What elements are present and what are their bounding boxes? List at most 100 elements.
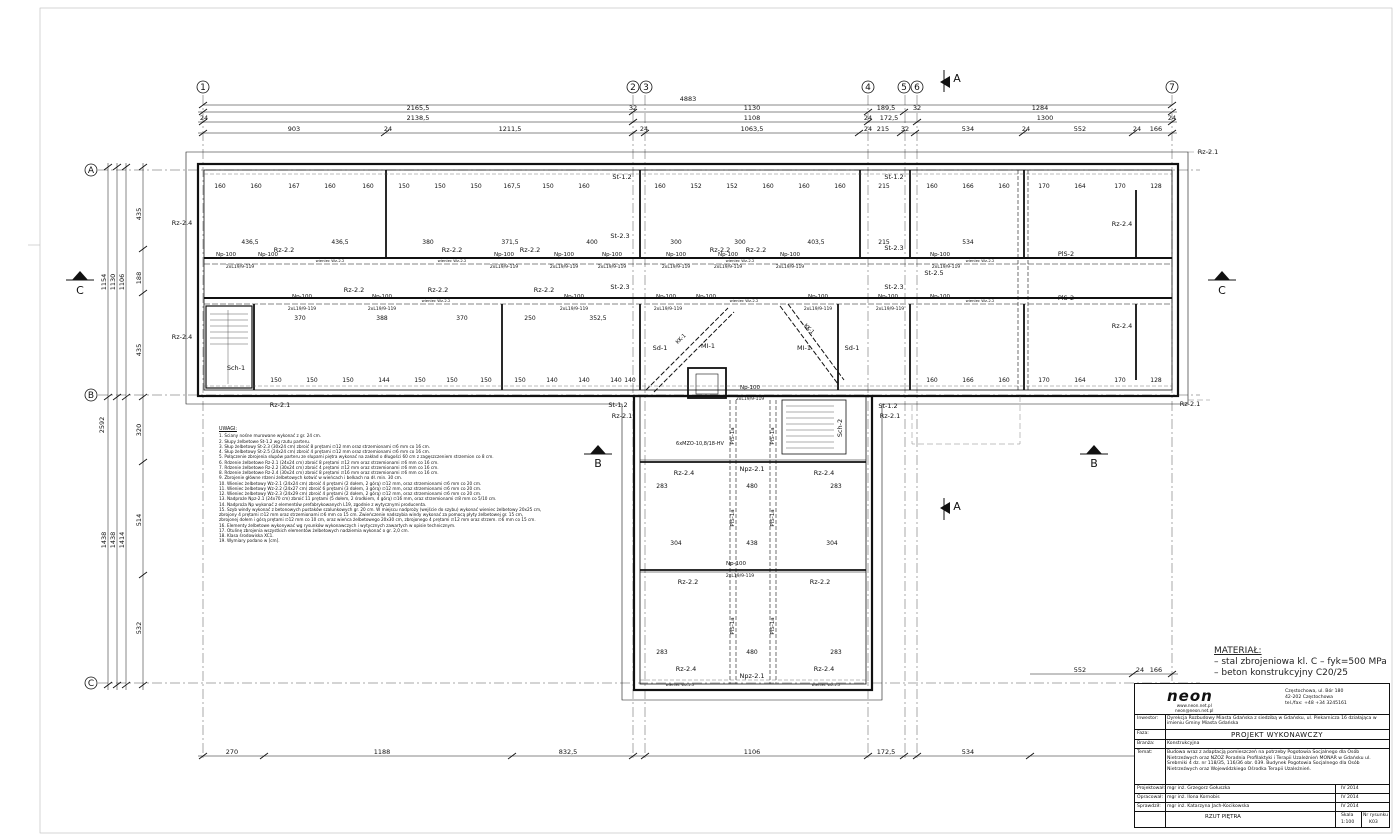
- svg-text:Np-100: Np-100: [656, 294, 677, 300]
- svg-text:128: 128: [1150, 377, 1162, 384]
- svg-text:140: 140: [610, 377, 622, 384]
- section-mark-b-left: [590, 445, 606, 454]
- grid-axis-bubble-2: [626, 80, 640, 94]
- tb-row-projektowal: Projektował: mgr inż. Grzegorz Gołuszka …: [1135, 784, 1389, 794]
- svg-text:Np-100: Np-100: [726, 561, 747, 567]
- svg-text:2xL19/9-119: 2xL19/9-119: [804, 306, 832, 312]
- svg-text:140: 140: [578, 377, 590, 384]
- svg-text:304: 304: [826, 540, 838, 547]
- svg-text:PlS-1a: PlS-1a: [730, 427, 736, 444]
- dim-bottom-270: 270: [226, 748, 238, 756]
- label-st12-3: St-1.2: [608, 401, 627, 409]
- dim-left-435a: 435: [135, 208, 143, 220]
- note-item: 6. Rdzenie żelbetowe Rz-2.1 (24x24 cm) z…: [219, 459, 439, 465]
- tb-divider: [1361, 811, 1362, 827]
- label-rz24-3: Rz-2.4: [1112, 220, 1133, 228]
- stair-wing-inner-wall: [639, 395, 867, 685]
- svg-text:300: 300: [734, 239, 746, 246]
- faza-label: Faza:: [1137, 731, 1149, 736]
- dim-small-7: 32: [913, 104, 921, 112]
- svg-text:170: 170: [1114, 183, 1126, 190]
- svg-text:370: 370: [294, 315, 306, 322]
- tb-row-faza: Faza: PROJEKT WYKONAWCZY: [1135, 729, 1389, 740]
- svg-text:160: 160: [926, 377, 938, 384]
- svg-text:150: 150: [470, 183, 482, 190]
- dim-row3-1: 903: [288, 125, 300, 133]
- section-markers: A A B B C C: [66, 70, 1236, 520]
- projektowal-value: mgr inż. Grzegorz Gołuszka: [1167, 786, 1231, 791]
- note-item: 14. Nadproża Np wykonać z elementów pref…: [219, 501, 427, 507]
- note-item: 19. Wymiary podano w [cm].: [219, 538, 280, 544]
- svg-text:160: 160: [214, 183, 226, 190]
- svg-text:160: 160: [578, 183, 590, 190]
- svg-text:150: 150: [514, 377, 526, 384]
- note-item: 11. Wieniec żelbetowy Wz-2.2 (24x27 cm) …: [219, 485, 482, 491]
- dim-total: 4883: [680, 95, 697, 103]
- svg-text:250: 250: [524, 315, 536, 322]
- dim-row1-3: 189,5: [877, 104, 896, 112]
- dim-small-10: 24: [864, 114, 872, 122]
- grid-axis-bubbles: 1 2 3 4 5 6 7: [196, 80, 1179, 94]
- svg-text:Np-100: Np-100: [930, 252, 951, 258]
- branza-label: Branża:: [1137, 741, 1155, 746]
- svg-text:140: 140: [546, 377, 558, 384]
- grid-axis-label-1: 1: [200, 83, 206, 93]
- external-dashed: [911, 151, 1210, 445]
- top-dimension-chains: 4883 2165,5 1130 189,5 1284 2138,5 1108 …: [198, 95, 1177, 137]
- projektowal-label: Projektował:: [1137, 786, 1166, 791]
- svg-text:480: 480: [746, 649, 758, 656]
- dim-left-514: 514: [135, 514, 143, 526]
- dim-row2-1: 2138,5: [407, 114, 430, 122]
- svg-text:170: 170: [1038, 377, 1050, 384]
- projektowal-date: IV 2014: [1341, 786, 1359, 791]
- label-rz22-10: Rz-2.2: [810, 578, 831, 586]
- svg-text:wieniec Wz-2.2: wieniec Wz-2.2: [966, 258, 995, 263]
- faza-value: PROJEKT WYKONAWCZY: [1230, 731, 1324, 739]
- grid-axis-label-2: 2: [630, 83, 636, 93]
- svg-text:2xL19/9-119: 2xL19/9-119: [226, 264, 254, 270]
- dim-left-1130: 1130: [109, 274, 117, 291]
- dim-small-5: 32: [901, 125, 909, 133]
- svg-text:160: 160: [654, 183, 666, 190]
- svg-text:2xL19/9-119: 2xL19/9-119: [550, 264, 578, 270]
- lift-shaft-inner: [695, 373, 719, 395]
- dim-bottom-8325: 832,5: [559, 748, 578, 756]
- dim-left-1106: 1106: [118, 274, 126, 291]
- label-sd1-2: Sd-1: [845, 344, 860, 352]
- svg-text:160: 160: [324, 183, 336, 190]
- note-item: 17. Otulinę zbrojenia wszystkich element…: [219, 527, 409, 533]
- tb-row-sprawdzil: Sprawdził: mgr inż. Katarzyna Jach-Kocik…: [1135, 802, 1389, 812]
- note-item: 9. Zbrojenie główne rdzeni żelbetowych k…: [219, 475, 403, 481]
- grid-axis-bubble-3: [639, 80, 653, 94]
- svg-text:371,5: 371,5: [501, 239, 518, 246]
- dim-left-1154: 1154: [100, 274, 108, 291]
- dim-small-4: 24: [864, 125, 872, 133]
- svg-text:Np-100: Np-100: [780, 252, 801, 258]
- section-mark-b-right: [1086, 445, 1102, 454]
- dim-left-188: 188: [135, 272, 143, 284]
- svg-text:403,5: 403,5: [807, 239, 824, 246]
- grid-axis-bubble-5: [897, 80, 911, 94]
- svg-text:160: 160: [998, 183, 1010, 190]
- notes-title: UWAGI:: [219, 427, 237, 432]
- svg-text:Np-100: Np-100: [372, 294, 393, 300]
- svg-text:160: 160: [250, 183, 262, 190]
- company-web: www.neon.net.pl neon@neon.net.pl: [1175, 703, 1213, 713]
- svg-text:150: 150: [306, 377, 318, 384]
- row-axis-bubble-a: [84, 163, 98, 177]
- inwestor-label: Inwestor:: [1137, 716, 1159, 721]
- svg-text:400: 400: [586, 239, 598, 246]
- label-rz21-4: Rz-2.1: [880, 412, 901, 420]
- sheet-value: K03: [1369, 820, 1378, 825]
- sprawdzil-date: IV 2014: [1341, 804, 1359, 809]
- note-item: 12. Wieniec żelbetowy Wz-2.3 (24x29 cm) …: [219, 491, 482, 496]
- svg-text:152: 152: [726, 183, 738, 190]
- label-rz24-5: Rz-2.4: [674, 469, 695, 477]
- dim-small-6: 24: [1022, 125, 1030, 133]
- dim-row3-6: 552: [1074, 125, 1086, 133]
- label-mi1-2: MI-1: [797, 344, 811, 352]
- svg-text:283: 283: [830, 649, 842, 656]
- dim-bottom-right-552: 552: [1074, 666, 1086, 674]
- label-pis2-1: PlS-2: [1058, 250, 1074, 258]
- note-item: 7. Rdzenie żelbetowe Rz-2.2 (30x24 cm) z…: [219, 464, 439, 470]
